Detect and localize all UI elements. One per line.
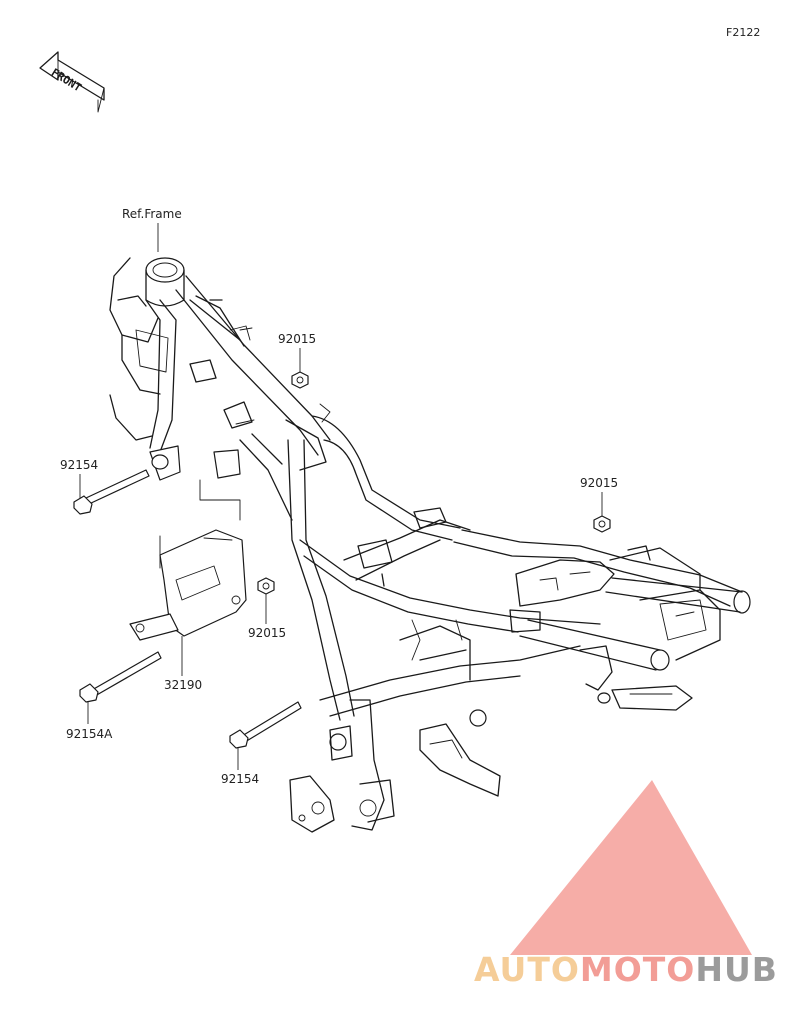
engine-mount-bracket bbox=[129, 445, 247, 641]
front-arrow-label: FRONT bbox=[49, 66, 84, 95]
callout-label: 92154A bbox=[66, 727, 113, 741]
callout-label: 92015 bbox=[580, 476, 618, 490]
watermark-moto: MOTO bbox=[580, 950, 695, 989]
motorcycle-frame bbox=[109, 257, 751, 833]
bolt-92154-upper bbox=[73, 469, 150, 515]
diagram-code: F2122 bbox=[726, 26, 760, 39]
watermark-auto: AUTO bbox=[474, 950, 580, 989]
callout-label: 92154 bbox=[221, 772, 259, 786]
callout-label: 92015 bbox=[248, 626, 286, 640]
front-arrow-icon: FRONT bbox=[39, 51, 105, 113]
nut-92015-mid bbox=[257, 577, 275, 595]
watermark-text: AUTOMOTOHUB bbox=[474, 950, 778, 989]
nut-92015-right bbox=[593, 515, 611, 533]
callout-label: 92015 bbox=[278, 332, 316, 346]
watermark-mark-icon bbox=[510, 780, 752, 955]
bolt-92154A bbox=[79, 651, 162, 703]
nut-92015-upper bbox=[291, 371, 309, 389]
watermark-hub: HUB bbox=[695, 950, 778, 989]
reference-label: Ref.Frame bbox=[122, 207, 182, 221]
callout-label: 32190 bbox=[164, 678, 202, 692]
bolt-92154-lower bbox=[229, 701, 302, 749]
callout-label: 92154 bbox=[60, 458, 98, 472]
watermark-logo: AUTOMOTOHUB bbox=[474, 780, 778, 989]
